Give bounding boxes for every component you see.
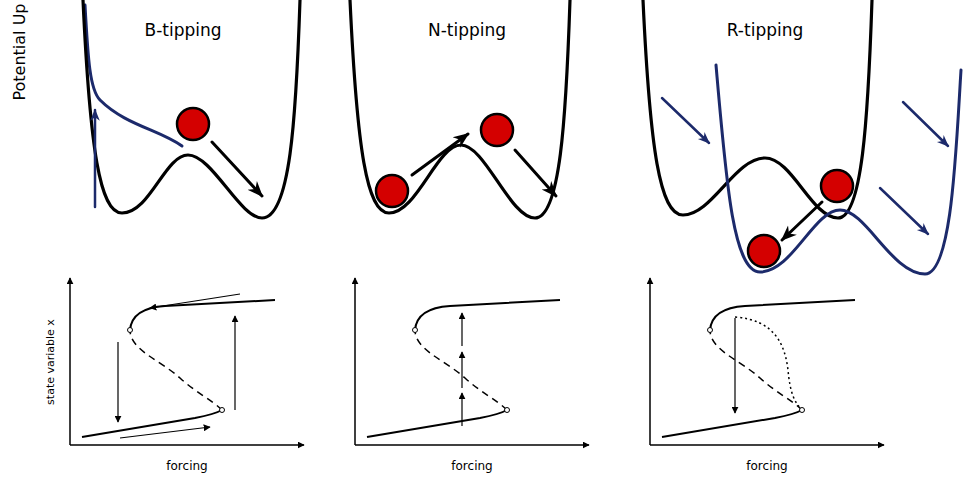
bifurcation-plot xyxy=(650,278,884,445)
potential-curve xyxy=(716,65,961,274)
bifurcation-plot xyxy=(355,278,589,445)
potential-curve xyxy=(643,0,872,218)
axis-label: forcing xyxy=(451,460,492,472)
panel-title: B-tipping xyxy=(144,22,221,39)
axis-title: state variable x xyxy=(45,319,56,405)
ball xyxy=(177,108,853,267)
axis-label: forcing xyxy=(746,460,787,472)
potential-curve xyxy=(350,0,570,218)
panel-title: N-tipping xyxy=(428,22,506,39)
panel-title: R-tipping xyxy=(727,22,804,39)
axis-label: forcing xyxy=(166,460,207,472)
axis-title: Potential Up xyxy=(12,3,28,100)
potential-curve xyxy=(83,0,300,218)
bifurcation-plot xyxy=(70,278,304,445)
